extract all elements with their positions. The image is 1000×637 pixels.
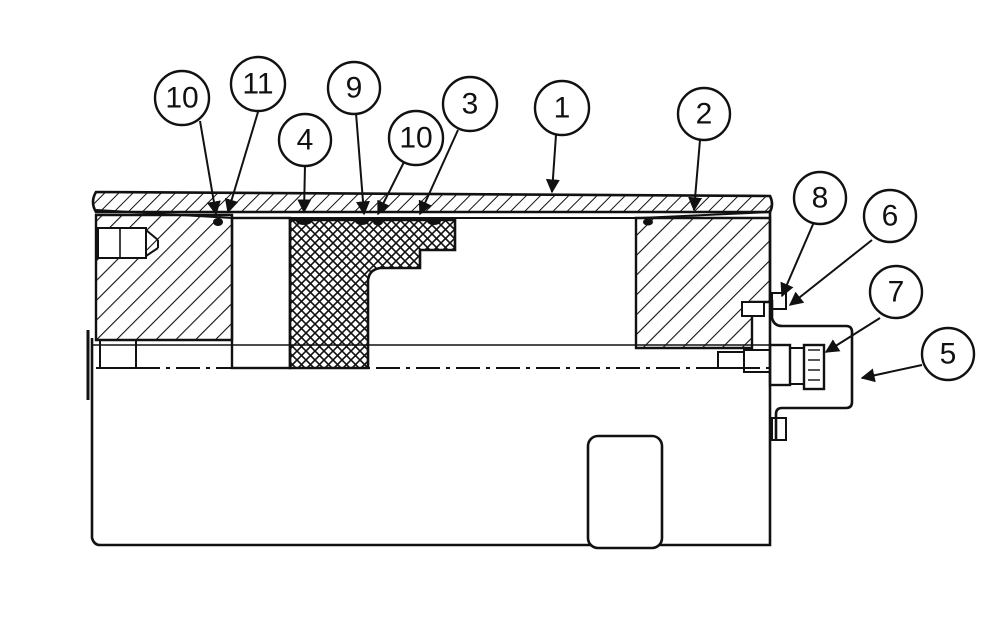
callout-2 [676, 86, 732, 142]
callout-label: 11 [242, 68, 273, 101]
seal-rings [213, 217, 653, 226]
leader-lines [199, 111, 923, 383]
right-housing-block [634, 216, 772, 350]
callout-label: 5 [940, 338, 957, 371]
callouts [153, 55, 976, 382]
callout-label: 4 [297, 124, 314, 157]
access-window [586, 434, 664, 550]
callout-3 [441, 75, 499, 133]
callout-label: 3 [462, 88, 479, 121]
callout-8 [792, 170, 848, 226]
insert-element [288, 218, 457, 370]
callout-5 [920, 326, 976, 382]
callout-11 [229, 55, 287, 113]
callout-label: 9 [346, 72, 363, 105]
callout-label: 10 [165, 82, 198, 115]
callout-label: 2 [696, 98, 713, 131]
outer-sleeve [91, 190, 774, 219]
callout-4 [277, 112, 333, 168]
callout-1 [533, 79, 591, 137]
callout-label: 8 [812, 182, 829, 215]
callout-6 [862, 188, 918, 244]
left-housing-block [94, 213, 234, 342]
callout-label: 7 [888, 276, 905, 309]
callout-10-right [387, 109, 445, 167]
callout-label: 10 [399, 122, 432, 155]
callout-label: 1 [554, 92, 571, 125]
callout-labels: 10 11 4 9 10 3 1 2 8 6 7 5 [165, 68, 956, 371]
callout-label: 6 [882, 200, 899, 233]
callout-7 [868, 264, 924, 320]
bracket-fitting [717, 292, 854, 441]
callout-9 [326, 60, 382, 116]
callout-10-left [153, 69, 211, 127]
